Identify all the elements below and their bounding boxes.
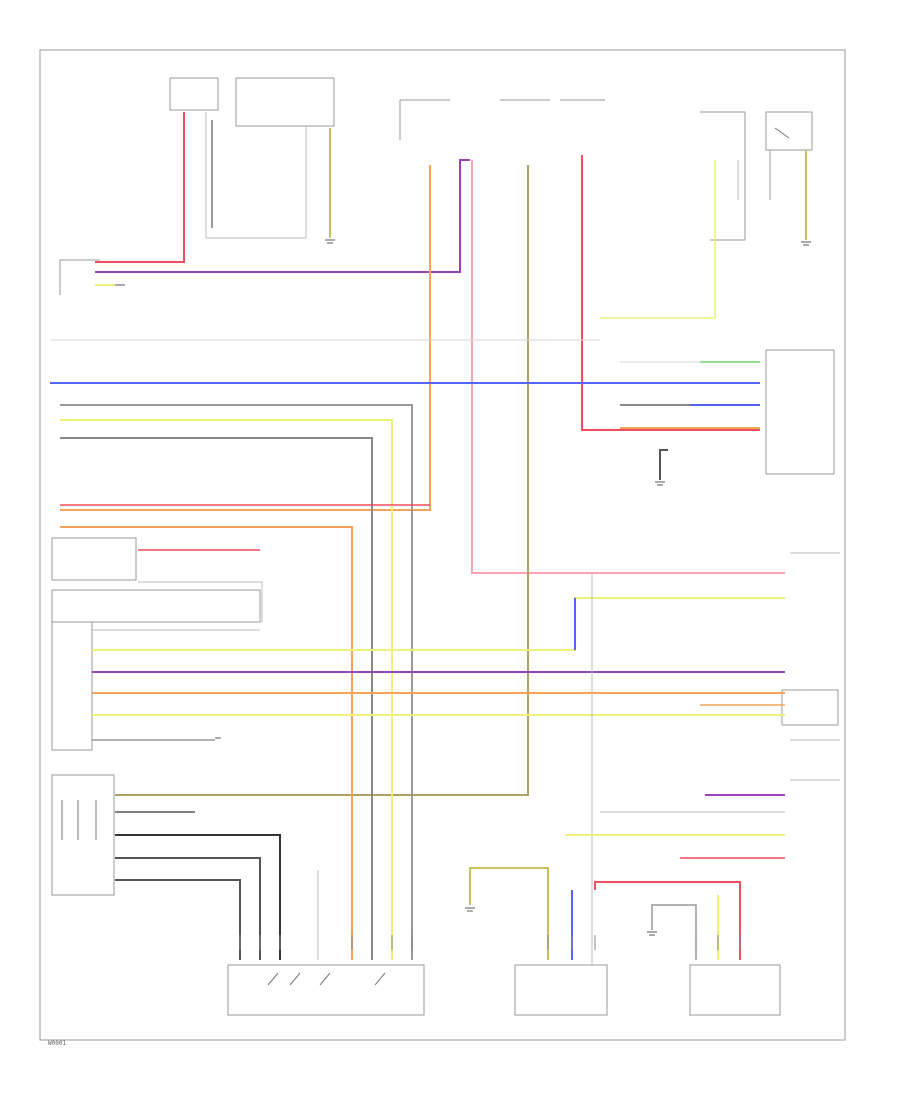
component-box-left-4 bbox=[51, 774, 115, 896]
wire-yellow-9 bbox=[469, 867, 549, 960]
right-dividers bbox=[790, 552, 840, 781]
top-components bbox=[51, 77, 839, 1016]
component-box-relay bbox=[765, 111, 813, 151]
wires bbox=[50, 112, 807, 965]
top-brackets bbox=[59, 99, 746, 295]
ground-icon bbox=[465, 907, 475, 912]
wire-black-1 bbox=[659, 449, 668, 480]
wire-pink-1 bbox=[471, 160, 785, 574]
wire-grey-5 bbox=[138, 581, 263, 622]
ground-icon bbox=[655, 481, 665, 486]
component-box-left-2 bbox=[51, 589, 261, 623]
connector-pins bbox=[239, 935, 741, 950]
diagram-frame bbox=[39, 49, 846, 1041]
ground-icon bbox=[325, 239, 335, 244]
wire-olive-1 bbox=[115, 165, 529, 796]
wire-orange-2 bbox=[60, 526, 353, 960]
wire-grey-18 bbox=[651, 904, 697, 960]
component-box-right-lower bbox=[781, 689, 839, 726]
ground-symbols bbox=[115, 239, 811, 936]
wire-grey-14 bbox=[115, 834, 281, 960]
component-box-left-1 bbox=[51, 537, 137, 581]
ground-icon bbox=[801, 241, 811, 246]
wire-yellow-4 bbox=[92, 597, 785, 651]
component-box-bottom-2 bbox=[514, 964, 608, 1016]
component-box-right-upper bbox=[765, 349, 835, 475]
wire-grey-1 bbox=[205, 112, 307, 239]
wire-yellow-6 bbox=[600, 160, 716, 319]
component-box-bottom-1 bbox=[227, 964, 425, 1016]
wire-purple-1 bbox=[95, 159, 470, 273]
wire-grey-3 bbox=[60, 404, 413, 960]
switch-symbols bbox=[61, 127, 790, 986]
diagram-code: W0001 bbox=[48, 1040, 67, 1047]
wire-yellow-3 bbox=[60, 419, 393, 960]
wire-grey-16 bbox=[115, 879, 241, 960]
wire-grey-15 bbox=[115, 857, 261, 960]
ground-icon bbox=[647, 931, 657, 936]
component-box-2 bbox=[235, 77, 335, 127]
wire-orange-main bbox=[60, 165, 431, 511]
wire-grey-4 bbox=[60, 437, 373, 960]
wire-red-2 bbox=[581, 155, 760, 431]
wire-red-6 bbox=[594, 881, 741, 960]
wire-red-1 bbox=[95, 112, 185, 263]
component-box-left-3 bbox=[51, 621, 93, 751]
component-box-bottom-3 bbox=[689, 964, 781, 1016]
component-box-1 bbox=[169, 77, 219, 111]
